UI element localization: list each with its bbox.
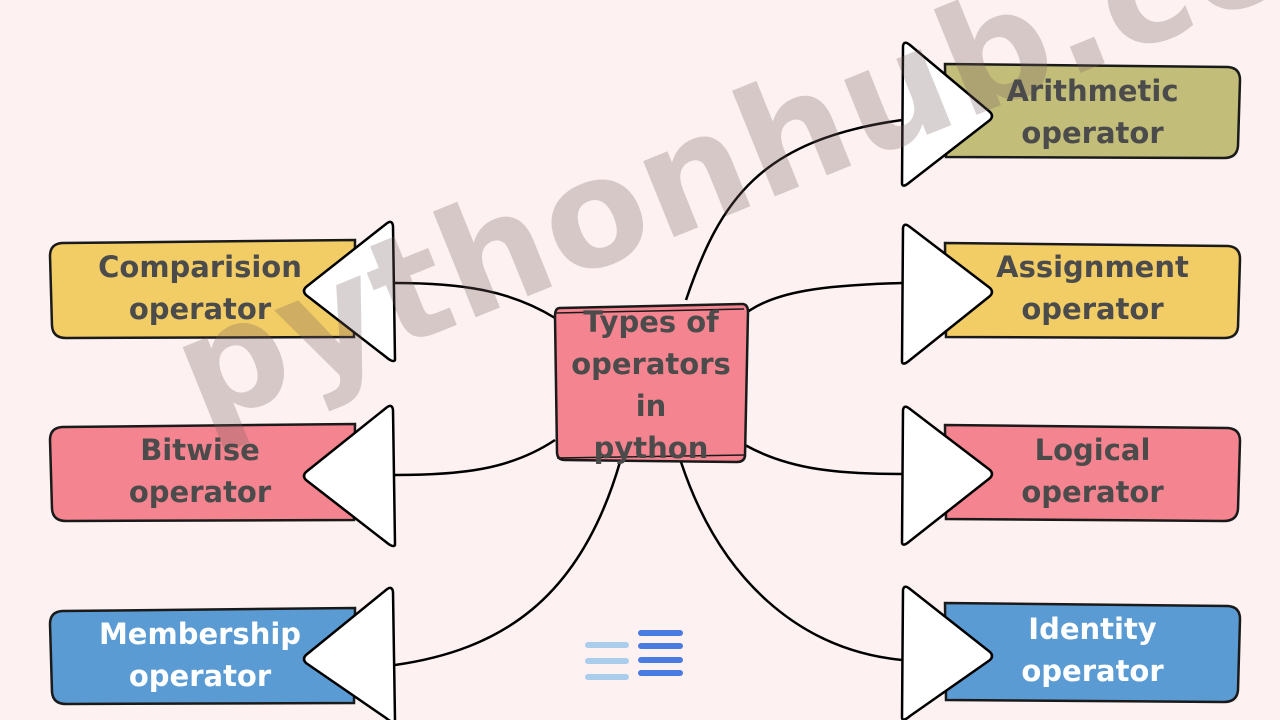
node-comparision: [48, 220, 397, 363]
site-logo: [585, 630, 683, 680]
arrow-identity: [900, 585, 994, 720]
node-membership-box: [48, 606, 357, 706]
node-logical-box: [943, 423, 1242, 523]
node-arithmetic-box: [943, 62, 1242, 160]
node-membership: [48, 586, 397, 720]
node-bitwise-box: [48, 422, 357, 523]
arrow-logical: [900, 405, 994, 546]
connector-assignment: [739, 281, 903, 319]
node-label-arithmetic: Arithmetic operator: [1006, 74, 1179, 150]
node-identity: [900, 585, 1242, 720]
center-node-outline-sketch: [555, 308, 747, 459]
connector-logical: [744, 443, 903, 476]
center-node-label: Types of operators in python: [571, 305, 731, 465]
node-logical: [900, 405, 1242, 546]
node-bitwise: [48, 404, 397, 548]
node-label-bitwise: Bitwise operator: [128, 433, 272, 509]
node-identity-box: [943, 601, 1242, 704]
arrow-arithmetic: [900, 41, 994, 187]
connector-membership: [394, 461, 622, 667]
connector-identity: [679, 461, 903, 662]
node-assignment-box: [943, 241, 1242, 340]
node-label-assignment: Assignment operator: [996, 250, 1189, 326]
connector-comparision: [394, 281, 556, 320]
arrow-comparision: [302, 220, 397, 363]
node-comparision-box: [48, 238, 357, 340]
connector-arithmetic: [684, 118, 903, 301]
arrow-assignment: [900, 223, 994, 365]
connector-bitwise: [394, 438, 556, 477]
node-arithmetic: [900, 41, 1242, 187]
node-label-membership: Membership operator: [98, 617, 302, 693]
node-label-comparision: Comparision operator: [98, 250, 302, 326]
arrow-bitwise: [302, 404, 397, 548]
center-node: [553, 302, 750, 464]
node-label-identity: Identity operator: [1021, 612, 1164, 688]
node-assignment: [900, 223, 1242, 365]
center-node-box: [553, 302, 750, 464]
node-label-logical: Logical operator: [1021, 433, 1164, 509]
arrow-membership: [302, 586, 397, 720]
connectors: [394, 118, 903, 667]
